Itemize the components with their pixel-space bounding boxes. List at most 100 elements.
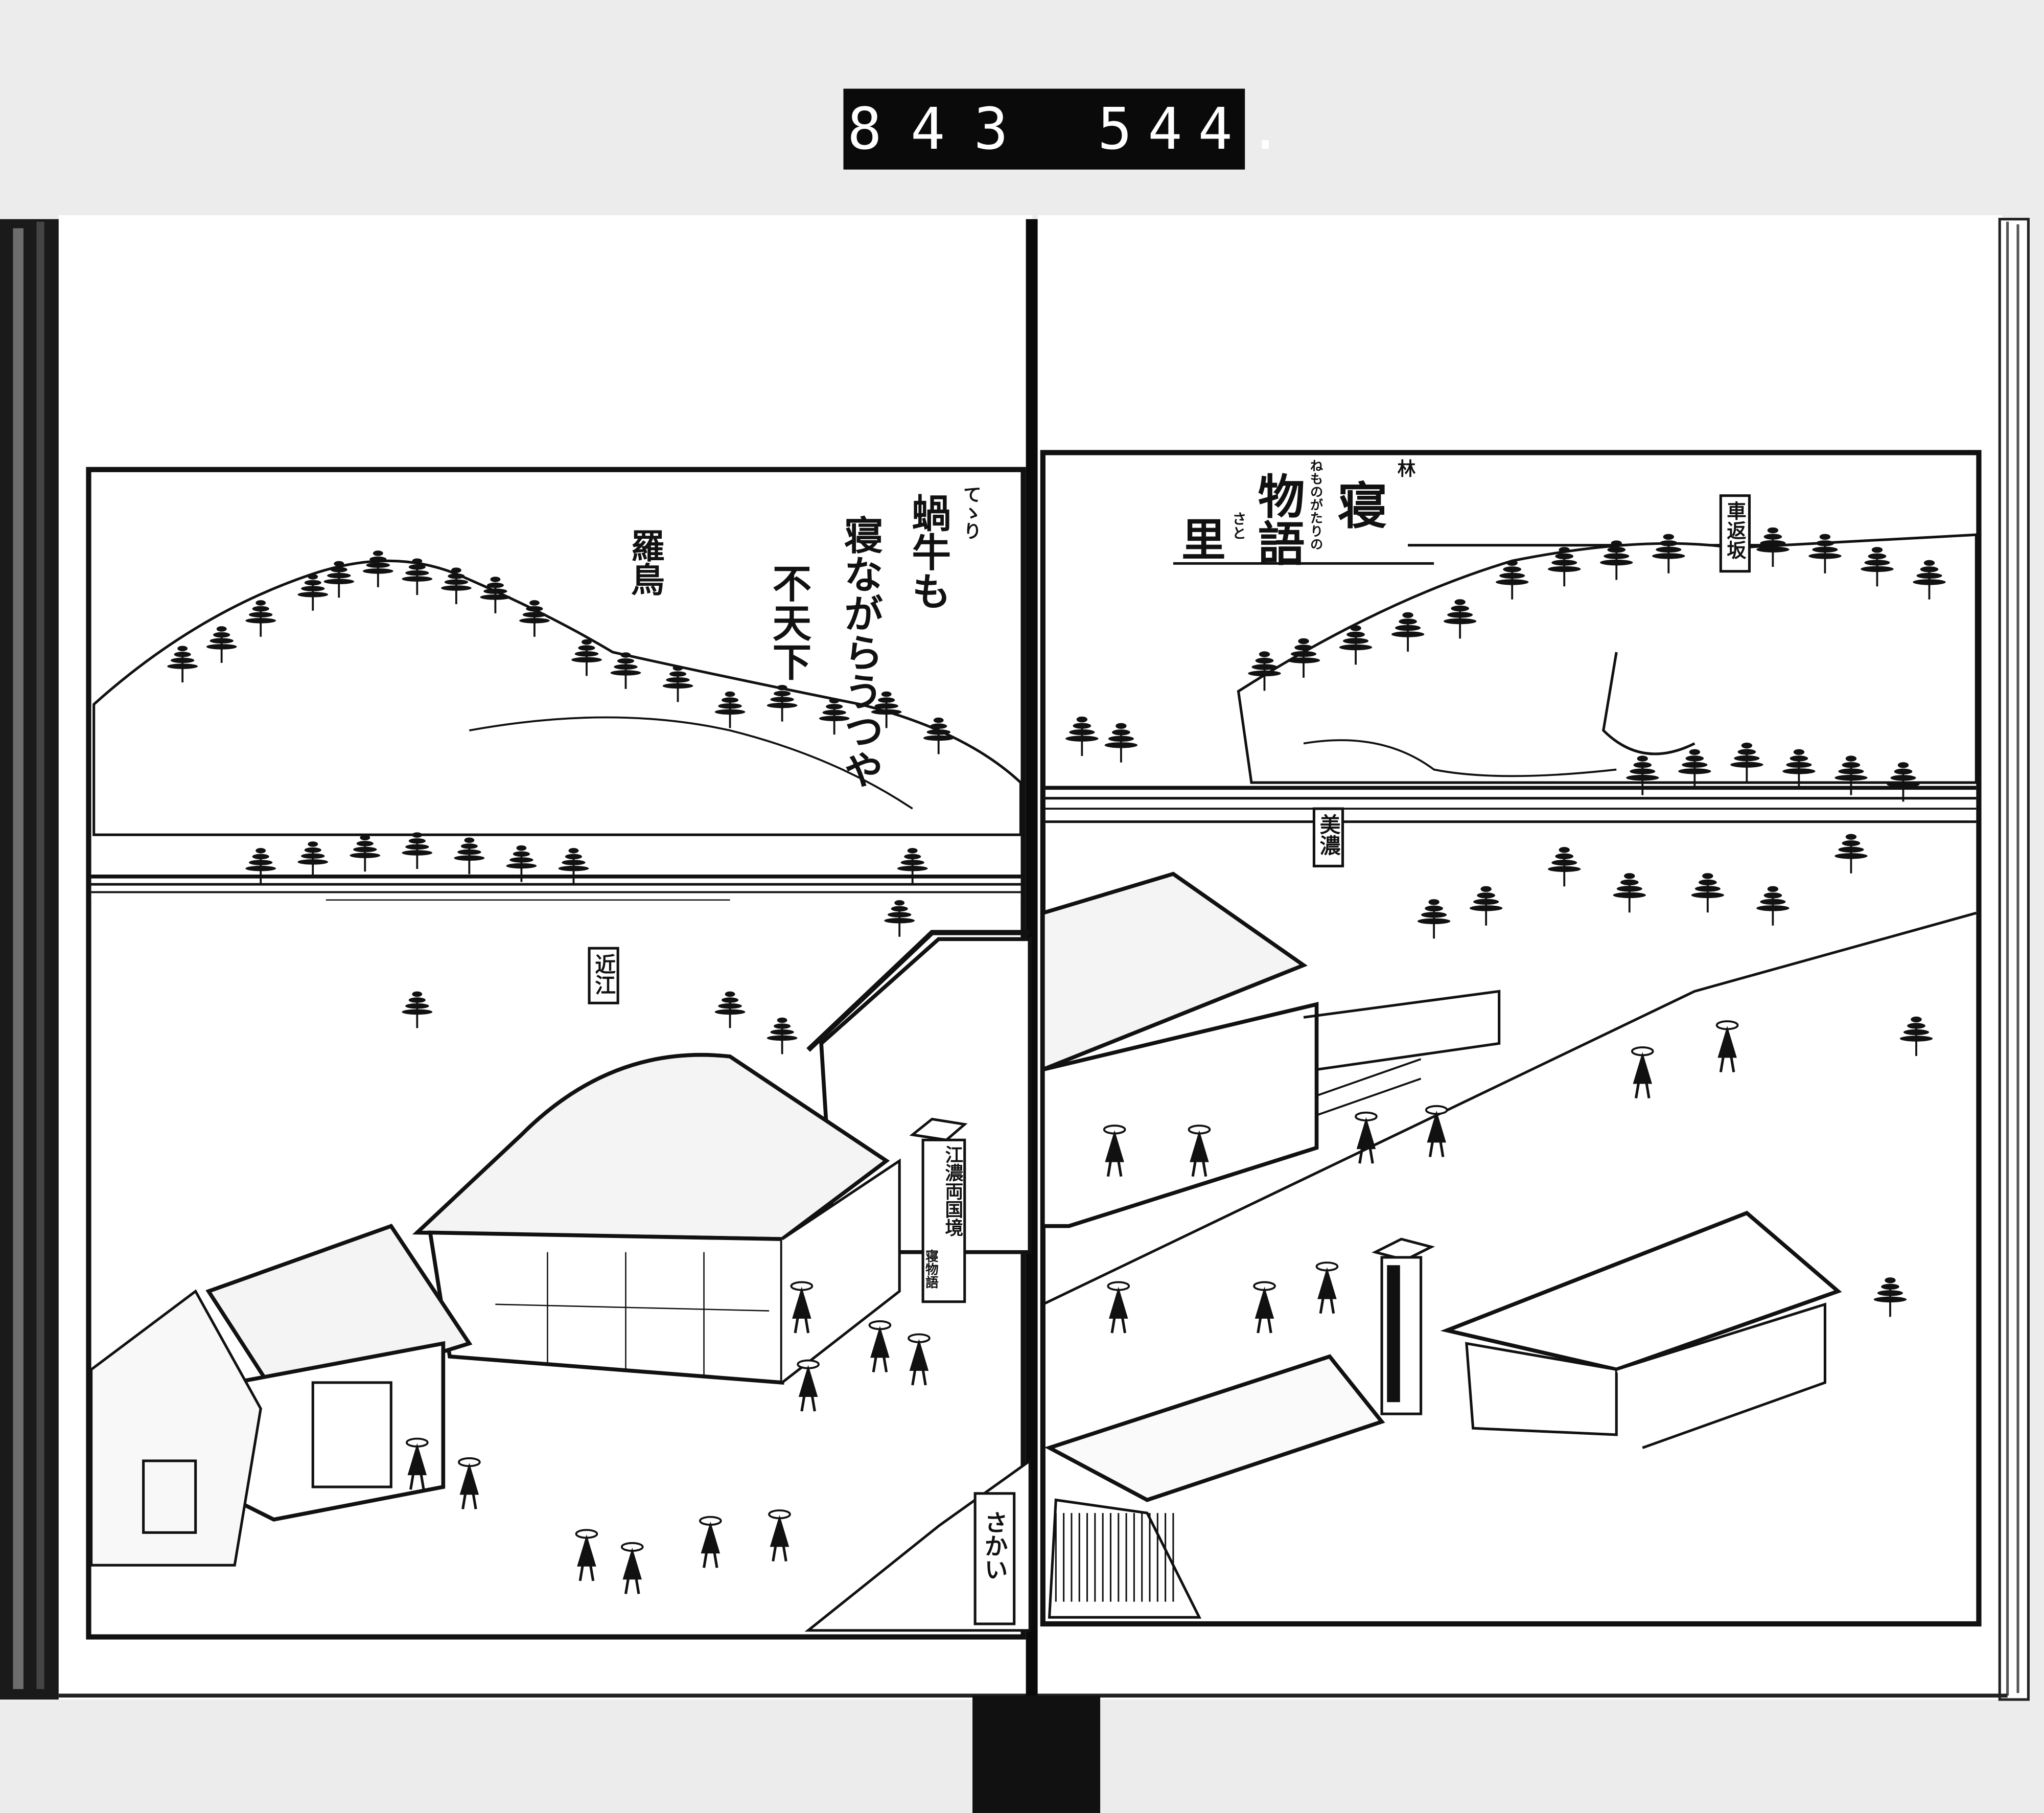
pine-tree-icon (454, 837, 485, 875)
pine-tree-icon (245, 847, 276, 885)
treeline-right (1065, 527, 1946, 1317)
hills-left (92, 559, 1022, 836)
pine-tree-icon (1730, 742, 1763, 783)
travelers (406, 1020, 1739, 1594)
teahouse (1040, 871, 1501, 1228)
pine-tree-icon (1104, 723, 1138, 763)
title-ruby-1: ねものがたりの (1308, 459, 1323, 550)
scan-label-right-number: 544. (1098, 96, 1298, 163)
pine-tree-icon (350, 835, 381, 872)
poem-line-1: 蝸牛も (905, 493, 951, 611)
pine-tree-icon (714, 991, 746, 1028)
pine-tree-icon (1913, 560, 1946, 600)
pine-tree-icon (1899, 1016, 1933, 1056)
traveler-figure (768, 1509, 791, 1562)
lower-house (1044, 1354, 1385, 1619)
pine-tree-icon (1548, 547, 1581, 587)
lake-right (1045, 786, 1977, 823)
pine-tree-icon (519, 600, 550, 637)
pine-tree-icon (662, 665, 693, 702)
traveler-figure (1425, 1105, 1448, 1157)
traveler-figure (1253, 1281, 1276, 1334)
pine-tree-icon (1756, 886, 1790, 926)
sign-omi: 近江 (591, 953, 616, 995)
pine-tree-icon (402, 558, 433, 595)
pine-tree-icon (1834, 834, 1868, 874)
pine-tree-icon (1808, 534, 1842, 573)
pine-tree-icon (1339, 625, 1373, 665)
traveler-figure (458, 1457, 481, 1509)
pine-tree-icon (480, 577, 511, 613)
pine-tree-icon (1613, 873, 1646, 913)
title-char-3: 里 (1173, 517, 1225, 561)
spine-tab (972, 1695, 1101, 1813)
roadside-pavilion (1440, 1210, 1842, 1449)
pine-tree-icon (923, 717, 954, 754)
traveler-figure (797, 1359, 820, 1412)
pine-tree-icon (1834, 755, 1868, 795)
pine-tree-icon (1496, 560, 1529, 600)
poem-line-3: 不天下 (765, 563, 811, 681)
pine-tree-icon (571, 639, 602, 676)
title-mark: 林 (1395, 459, 1416, 477)
sign-sakai: さかい (981, 1510, 1008, 1581)
pine-tree-icon (1391, 612, 1425, 652)
book-right-edge (1998, 218, 2030, 1701)
poem-line-2: 寝ながらうつや (838, 515, 884, 789)
traveler-figure (1103, 1124, 1126, 1177)
pine-tree-icon (1287, 638, 1320, 678)
traveler-figure (699, 1516, 722, 1568)
traveler-figure (620, 1542, 644, 1594)
traveler-figure (1631, 1046, 1654, 1099)
road-pillar (1372, 1237, 1435, 1415)
pine-tree-icon (819, 698, 850, 735)
traveler-figure (868, 1320, 892, 1372)
title-char-1: 寝 (1329, 480, 1387, 530)
traveler-figure (406, 1437, 429, 1490)
pine-tree-icon (206, 626, 237, 663)
pine-tree-icon (323, 561, 355, 598)
traveler-figure (1188, 1124, 1211, 1177)
pine-tree-icon (362, 550, 393, 587)
sign-kurumagaeshi: 車返坂 (1724, 501, 1747, 560)
thatched-inn (412, 1052, 901, 1385)
pine-tree-icon (1248, 651, 1281, 691)
pine-tree-icon (402, 991, 433, 1028)
pine-tree-icon (297, 574, 329, 611)
left-illustration: てゝり 蝸牛も 寝ながらうつや 不天下 羅鳥 近江 江濃両国境 寝物語 さかい (86, 467, 1032, 1640)
traveler-figure (908, 1333, 931, 1386)
lake-left (91, 871, 1021, 901)
pine-tree-icon (1444, 599, 1477, 639)
pine-tree-icon (1678, 749, 1711, 789)
pine-tree-icon (1887, 762, 1920, 802)
pine-tree-icon (297, 841, 329, 878)
border-pillar-side: 寝物語 (923, 1249, 938, 1289)
pine-tree-icon (1782, 749, 1816, 789)
book-left-edge (0, 219, 63, 1700)
pine-tree-icon (610, 652, 641, 689)
pine-tree-icon (1470, 886, 1503, 926)
treeline-left (167, 550, 954, 1054)
pine-tree-icon (1652, 534, 1685, 573)
sign-mino: 美濃 (1316, 814, 1340, 856)
traveler-figure (1107, 1281, 1130, 1334)
pine-tree-icon (506, 845, 537, 882)
pine-tree-icon (1600, 540, 1633, 580)
pine-tree-icon (714, 691, 746, 728)
pine-tree-icon (441, 567, 472, 604)
pine-tree-icon (1065, 716, 1099, 756)
pine-tree-icon (766, 685, 798, 722)
scan-label-left-number: 843 (847, 96, 1037, 163)
border-pillar-front: 江濃両国境 (942, 1145, 964, 1236)
pine-tree-icon (558, 847, 589, 885)
pine-tree-icon (245, 600, 276, 637)
right-illustration: 林 寝 ねものがたりの 物語 さと 里 車返坂 美濃 (1040, 450, 1982, 1627)
pine-tree-icon (897, 847, 928, 885)
title-char-2: 物語 (1250, 472, 1305, 566)
traveler-figure (790, 1281, 814, 1334)
small-house (90, 1224, 473, 1567)
scan-label: 843 544. (843, 88, 1298, 170)
title-ruby-2: さと (1230, 511, 1247, 540)
poem-author: 羅鳥 (625, 528, 665, 596)
